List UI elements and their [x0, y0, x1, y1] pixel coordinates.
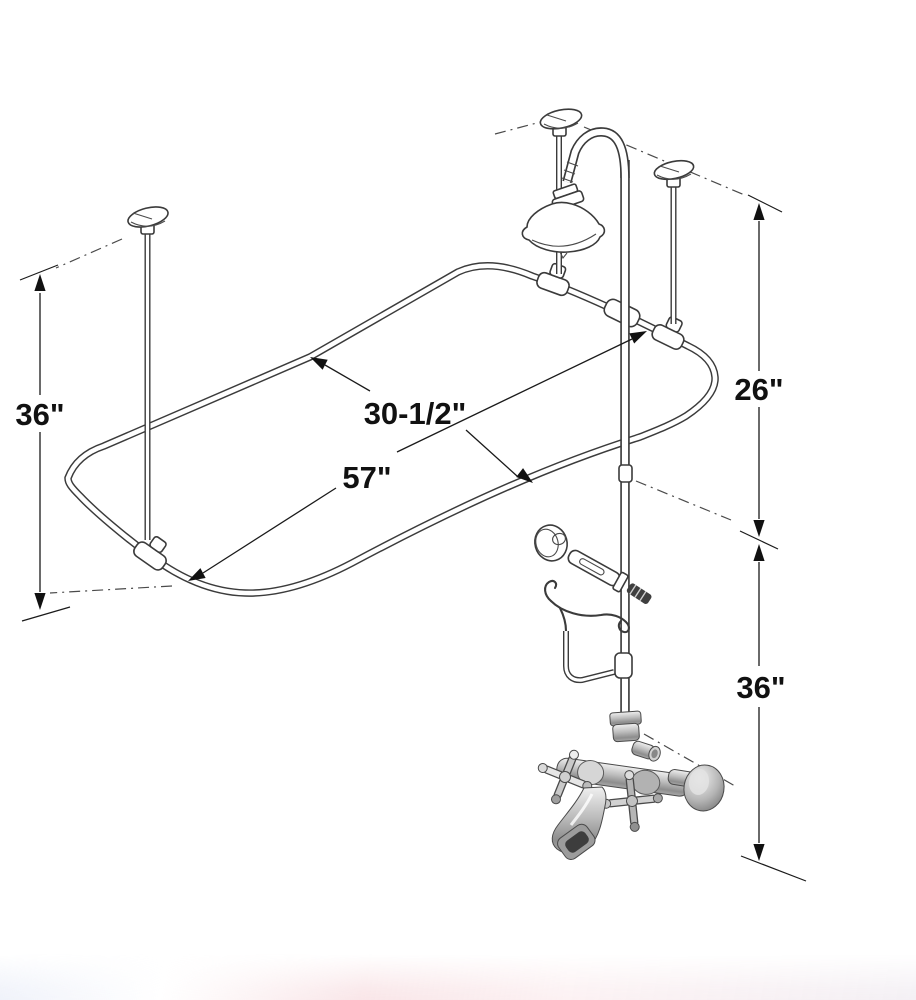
showerhead — [521, 183, 606, 260]
label-riser-height: 36" — [736, 670, 785, 705]
showerhead-nub — [559, 251, 568, 260]
shower-riser — [561, 127, 633, 718]
ceiling-support-right — [653, 159, 695, 324]
label-rod-length: 57" — [342, 460, 391, 495]
ceiling-support-left — [127, 206, 169, 540]
hose-ribs — [561, 161, 579, 183]
tub-faucet — [537, 710, 725, 861]
dimension-support-height: 36" — [12, 264, 71, 622]
riser-sleeve — [618, 464, 633, 483]
hose-nipple — [626, 583, 652, 604]
dimension-rod-length: 57" — [185, 325, 650, 586]
rod-clamp-left — [133, 535, 167, 571]
handshower-handle — [567, 549, 621, 587]
handshower — [534, 524, 652, 684]
diverter-knob — [631, 740, 661, 762]
faucet-handle-left — [537, 749, 593, 805]
ceiling-flange-right — [653, 159, 695, 188]
label-support-height: 36" — [15, 397, 64, 432]
ceiling-flange-left — [127, 206, 169, 235]
dimension-riser-height: 36" — [733, 544, 807, 882]
ceiling-flange-mid — [539, 108, 583, 137]
faucet-handle-center — [601, 770, 663, 832]
handshower-cradle — [544, 579, 633, 684]
dimension-rod-width: 30-1/2" — [307, 352, 537, 488]
dimension-ceiling-to-rod: 26" — [731, 194, 787, 550]
label-rod-width: 30-1/2" — [364, 396, 467, 431]
label-ceiling-to-rod: 26" — [734, 372, 783, 407]
rod-clamp-right — [651, 316, 685, 350]
